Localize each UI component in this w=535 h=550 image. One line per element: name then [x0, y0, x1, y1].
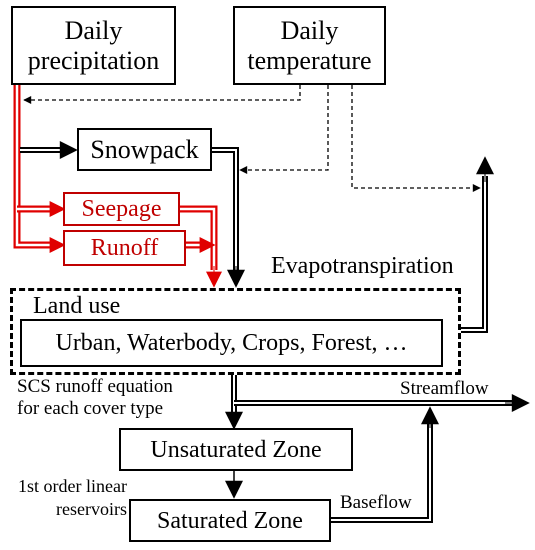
precip-to-seepage-runoff-arrows	[13, 85, 66, 253]
daily-precipitation-box: Daily precipitation	[11, 6, 176, 85]
baseflow-arrow	[331, 406, 439, 523]
daily-temperature-line2: temperature	[247, 45, 372, 75]
unsaturated-zone-label: Unsaturated Zone	[150, 436, 322, 463]
land-use-types-box: Urban, Waterbody, Crops, Forest, …	[20, 319, 443, 367]
seepage-label: Seepage	[81, 196, 162, 222]
landuse-to-unsaturated-and-streamflow-arrows	[225, 374, 530, 430]
reservoirs-label: 1st order linear reservoirs	[15, 475, 127, 521]
snowpack-box: Snowpack	[77, 128, 212, 171]
seepage-box: Seepage	[63, 192, 180, 226]
runoff-label: Runoff	[90, 235, 159, 261]
scs-runoff-line2: for each cover type	[17, 398, 164, 419]
saturated-zone-label: Saturated Zone	[157, 507, 303, 534]
scs-runoff-line1: SCS runoff equation	[17, 376, 173, 397]
daily-precipitation-line2: precipitation	[27, 45, 160, 75]
land-use-types-label: Urban, Waterbody, Crops, Forest, …	[55, 330, 408, 356]
daily-precipitation-line1: Daily	[64, 15, 123, 45]
landuse-to-evapotranspiration-arrow	[460, 156, 494, 333]
saturated-zone-box: Saturated Zone	[129, 499, 331, 542]
snowpack-to-landuse-arrow	[212, 147, 245, 288]
daily-temperature-box: Daily temperature	[233, 6, 386, 85]
reservoirs-line2: reservoirs	[56, 499, 127, 519]
seepage-runoff-to-landuse-arrow	[180, 205, 222, 288]
evapotranspiration-label: Evapotranspiration	[271, 253, 454, 279]
streamflow-label: Streamflow	[400, 378, 489, 399]
unsaturated-zone-box: Unsaturated Zone	[119, 428, 353, 471]
snowpack-label: Snowpack	[90, 134, 199, 164]
temperature-dashed-arrows	[23, 85, 481, 192]
daily-temperature-line1: Daily	[280, 15, 339, 45]
baseflow-label: Baseflow	[340, 492, 412, 513]
land-use-title: Land use	[33, 293, 121, 319]
reservoirs-line1: 1st order linear	[18, 476, 127, 496]
scs-runoff-label: SCS runoff equation for each cover type	[17, 376, 173, 420]
runoff-box: Runoff	[63, 230, 186, 266]
